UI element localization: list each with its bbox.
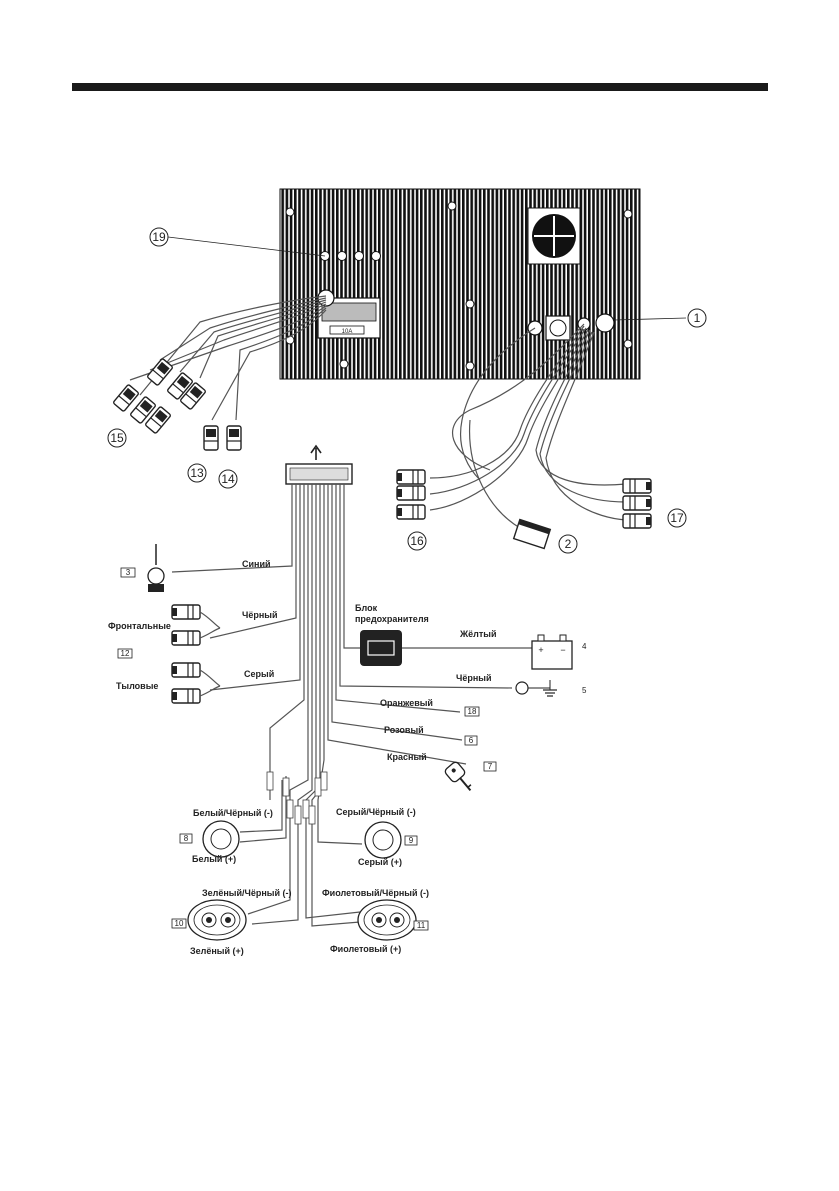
svg-text:+: + bbox=[538, 645, 543, 655]
wire-label-yellow: Жёлтый bbox=[459, 629, 496, 639]
item-number-4: 4 bbox=[582, 642, 587, 651]
item-number-8: 8 bbox=[184, 834, 189, 843]
speaker-label-green-pos: Зелёный (+) bbox=[190, 946, 244, 956]
right-rca-bundle bbox=[396, 323, 652, 550]
antenna-input bbox=[595, 313, 615, 333]
speaker-label-white-pos: Белый (+) bbox=[192, 854, 236, 864]
speaker-label-violet-neg: Фиолетовый/Чёрный (-) bbox=[322, 888, 429, 898]
callout-15: 15 bbox=[107, 428, 127, 448]
remote-eye-icon bbox=[512, 518, 552, 550]
item-number-9: 9 bbox=[409, 836, 414, 845]
item-number-12: 12 bbox=[121, 649, 130, 658]
svg-text:19: 19 bbox=[152, 230, 166, 244]
front-rca-pair bbox=[171, 604, 221, 646]
svg-text:−: − bbox=[560, 645, 565, 655]
harness-plug bbox=[285, 444, 353, 485]
item-number-5: 5 bbox=[582, 686, 587, 695]
callout-13: 13 bbox=[187, 463, 207, 483]
wire-label-black-rca: Чёрный bbox=[242, 610, 277, 620]
speaker-icon-green bbox=[187, 899, 247, 941]
item-number-10: 10 bbox=[175, 919, 184, 928]
callout-17: 17 bbox=[667, 508, 687, 528]
speaker-label-gray-pos: Серый (+) bbox=[358, 857, 402, 867]
speaker-icon-gray bbox=[364, 821, 402, 859]
speaker-label-green-neg: Зелёный/Чёрный (-) bbox=[202, 888, 292, 898]
wire-label-gray-rca: Серый bbox=[244, 669, 274, 679]
group-label-front: Фронтальные bbox=[108, 621, 171, 631]
svg-text:16: 16 bbox=[410, 534, 424, 548]
fuse-block-label-line2: предохранителя bbox=[355, 614, 429, 624]
speaker-label-white-neg: Белый/Чёрный (-) bbox=[193, 808, 273, 818]
arrow-up-icon bbox=[310, 444, 322, 460]
battery-icon: + − bbox=[531, 634, 573, 670]
cooling-fan-icon bbox=[527, 207, 581, 265]
head-unit-back-panel: 10A bbox=[279, 188, 641, 380]
callout-2: 2 bbox=[558, 534, 578, 554]
wire-label-black-ground: Чёрный bbox=[456, 673, 491, 683]
antenna-plug-icon bbox=[147, 544, 165, 592]
wire-terminals bbox=[266, 771, 328, 825]
speaker-label-violet-pos: Фиолетовый (+) bbox=[330, 944, 401, 954]
svg-text:14: 14 bbox=[221, 472, 235, 486]
wire-label-red: Красный bbox=[387, 752, 427, 762]
item-number-11: 11 bbox=[417, 921, 426, 930]
screw-icons bbox=[285, 201, 633, 371]
speaker-icon-white bbox=[202, 820, 240, 858]
svg-text:13: 13 bbox=[190, 466, 204, 480]
rear-rca-pair bbox=[171, 662, 221, 704]
speaker-icon-violet bbox=[357, 899, 417, 941]
fuse-rating-label: 10A bbox=[342, 329, 353, 335]
fuse-block-icon bbox=[360, 630, 402, 666]
callout-19: 19 bbox=[149, 227, 169, 247]
svg-text:15: 15 bbox=[110, 431, 124, 445]
svg-text:1: 1 bbox=[694, 311, 701, 325]
callout-1: 1 bbox=[687, 308, 707, 328]
left-rca-bundle bbox=[112, 295, 327, 451]
ignition-key-icon bbox=[444, 761, 472, 792]
svg-text:2: 2 bbox=[565, 537, 572, 551]
rear-jacks bbox=[320, 251, 381, 261]
fuse-block-label-line1: Блок bbox=[355, 603, 378, 613]
item-number-18: 18 bbox=[468, 707, 477, 716]
ground-icon bbox=[515, 680, 557, 697]
wire-label-blue: Синий bbox=[242, 559, 271, 569]
group-label-rear: Тыловые bbox=[116, 681, 158, 691]
callout-16: 16 bbox=[407, 531, 427, 551]
callout-14: 14 bbox=[218, 469, 238, 489]
item-number-6: 6 bbox=[469, 736, 474, 745]
item-number-7: 7 bbox=[488, 762, 493, 771]
item-number-3: 3 bbox=[126, 568, 131, 577]
wire-label-orange: Оранжевый bbox=[380, 698, 433, 708]
header-rule bbox=[72, 83, 768, 91]
wire-label-pink: Розовый bbox=[384, 725, 424, 735]
svg-text:17: 17 bbox=[670, 511, 684, 525]
speaker-label-gray-neg: Серый/Чёрный (-) bbox=[336, 807, 416, 817]
